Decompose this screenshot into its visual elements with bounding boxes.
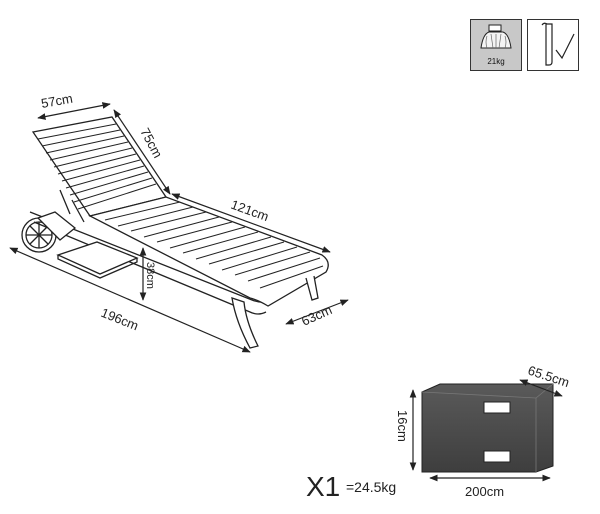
- sun-lounger-drawing: [21, 116, 329, 349]
- package-box: [421, 383, 554, 473]
- seat-length-label: 121cm: [229, 197, 271, 224]
- side-table: [56, 241, 139, 275]
- package-quantity-label: X1: [306, 471, 340, 502]
- allen-key-checkmark-icon: [541, 22, 575, 66]
- box-handle-bottom: [483, 450, 511, 463]
- backrest-width-label: 57cm: [40, 91, 74, 111]
- package-height-label: 16cm: [395, 410, 410, 442]
- lounger-dimension-lines: [9, 102, 349, 353]
- width-label: 63cm: [299, 302, 334, 329]
- package-dimension-lines: [409, 379, 563, 482]
- front-leg: [231, 297, 259, 349]
- height-label: 38cm: [144, 262, 156, 289]
- package-length-label: 200cm: [465, 484, 504, 499]
- weight-badge: 21kg: [470, 19, 522, 71]
- backrest-length-label: 75cm: [137, 125, 165, 160]
- package-weight-label: =24.5kg: [346, 479, 396, 495]
- chair-weight-icon: [480, 24, 512, 49]
- seat: [88, 196, 329, 307]
- rear-leg: [36, 211, 77, 241]
- tool-badge: [527, 19, 579, 71]
- box-handle-top: [483, 401, 511, 414]
- weight-badge-text: 21kg: [487, 57, 505, 66]
- foot-leg: [305, 275, 319, 301]
- total-length-label: 196cm: [99, 305, 141, 334]
